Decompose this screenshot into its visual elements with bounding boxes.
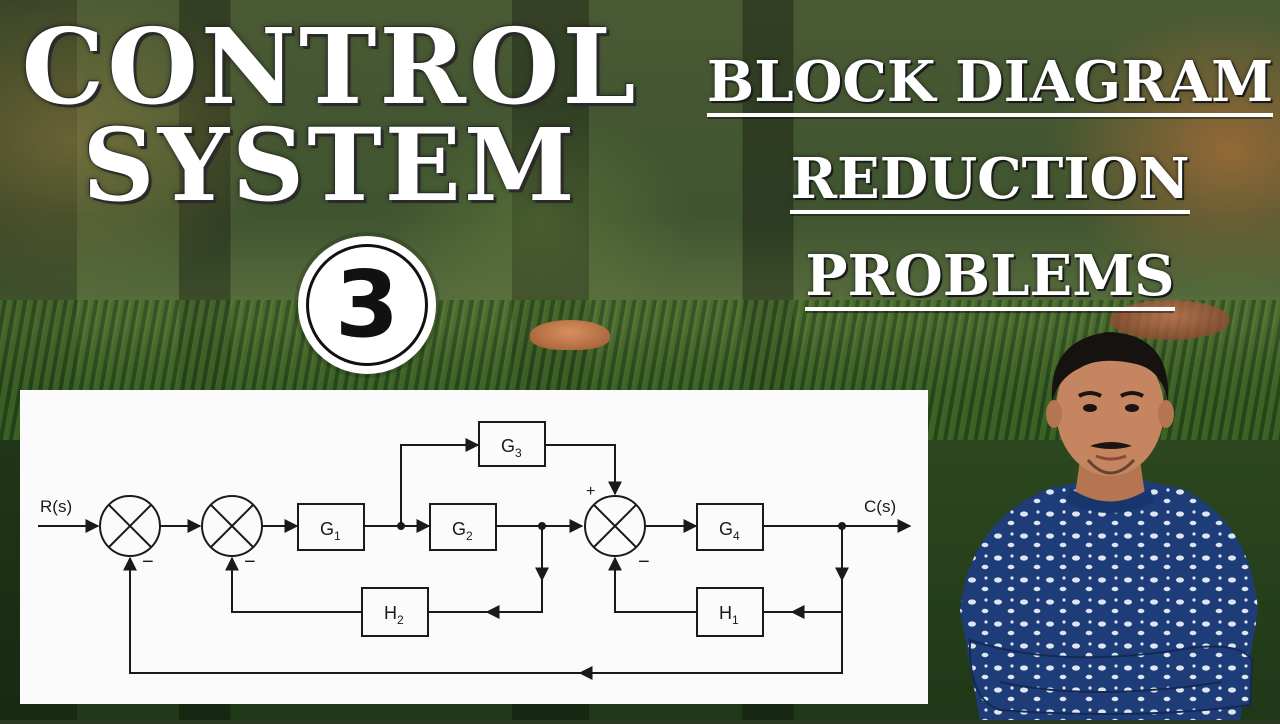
block-g2: G2 (429, 503, 497, 551)
block-g2-label: G2 (452, 519, 473, 543)
input-label: R(s) (40, 497, 72, 516)
summing-junction-2 (201, 495, 263, 557)
main-title-line1: CONTROL (21, 5, 639, 128)
link-outer-feedback-a (578, 612, 843, 680)
link-g3-s3 (545, 444, 622, 496)
presenter-face (1056, 344, 1164, 476)
block-h2: H2 (361, 587, 429, 637)
summing-junction-1 (99, 495, 161, 557)
sign-s1-minus: − (142, 551, 154, 573)
presenter-mouth (1095, 454, 1127, 461)
presenter-photo (940, 310, 1270, 720)
subtitle-line2: REDUCTION (790, 146, 1190, 214)
block-g1-label: G1 (320, 519, 341, 543)
presenter-mustache (1090, 442, 1132, 449)
presenter-arms (968, 638, 1254, 715)
link-h1-s3 (608, 556, 697, 613)
episode-badge-ring: 3 (306, 244, 428, 366)
block-g4-label: G4 (719, 519, 740, 543)
presenter-ear-right (1158, 400, 1174, 428)
output-label: C(s) (864, 497, 896, 516)
block-g4: G4 (696, 503, 764, 551)
summing-junction-3 (584, 495, 646, 557)
main-title-line2: SYSTEM (82, 106, 578, 224)
episode-number: 3 (334, 251, 399, 358)
presenter-illustration (960, 332, 1258, 720)
presenter-beard (1086, 458, 1136, 475)
block-h2-label: H2 (384, 603, 404, 627)
main-title: CONTROL SYSTEM (0, 5, 660, 224)
presenter-eye-right (1125, 404, 1139, 412)
sign-s2-minus: − (244, 551, 256, 573)
link-to-g3 (400, 438, 480, 526)
subtitle-line3: PROBLEMS (805, 243, 1175, 311)
episode-badge: 3 (298, 236, 436, 374)
subtitle: BLOCK DIAGRAM REDUCTION PROBLEMS (700, 40, 1280, 331)
subtitle-line1: BLOCK DIAGRAM (706, 49, 1274, 117)
presenter-brow-right (1120, 391, 1144, 398)
block-g3-label: G3 (501, 436, 522, 460)
sign-s3-plus: + (586, 483, 595, 500)
link-h2-s2 (225, 556, 362, 613)
presenter-collar (1066, 488, 1154, 513)
link-to-h2 (485, 526, 543, 619)
link-to-h1 (790, 526, 843, 619)
link-outer-feedback-b (123, 556, 580, 674)
block-h1-label: H1 (719, 603, 739, 627)
block-diagram: R(s) G1 G3 G2 (38, 421, 912, 680)
presenter-brow-left (1078, 391, 1102, 398)
presenter-eye-left (1083, 404, 1097, 412)
block-diagram-card: R(s) G1 G3 G2 (20, 390, 928, 704)
mushroom-decoration-right (1110, 300, 1230, 340)
sign-s3-minus: − (638, 551, 650, 573)
presenter-ear-left (1046, 400, 1062, 428)
presenter-hair (1051, 332, 1169, 402)
block-g1: G1 (297, 503, 365, 551)
block-h1: H1 (696, 587, 764, 637)
block-g3: G3 (478, 421, 546, 467)
mushroom-decoration (530, 320, 610, 350)
presenter-sleeve-fold (999, 681, 1223, 693)
